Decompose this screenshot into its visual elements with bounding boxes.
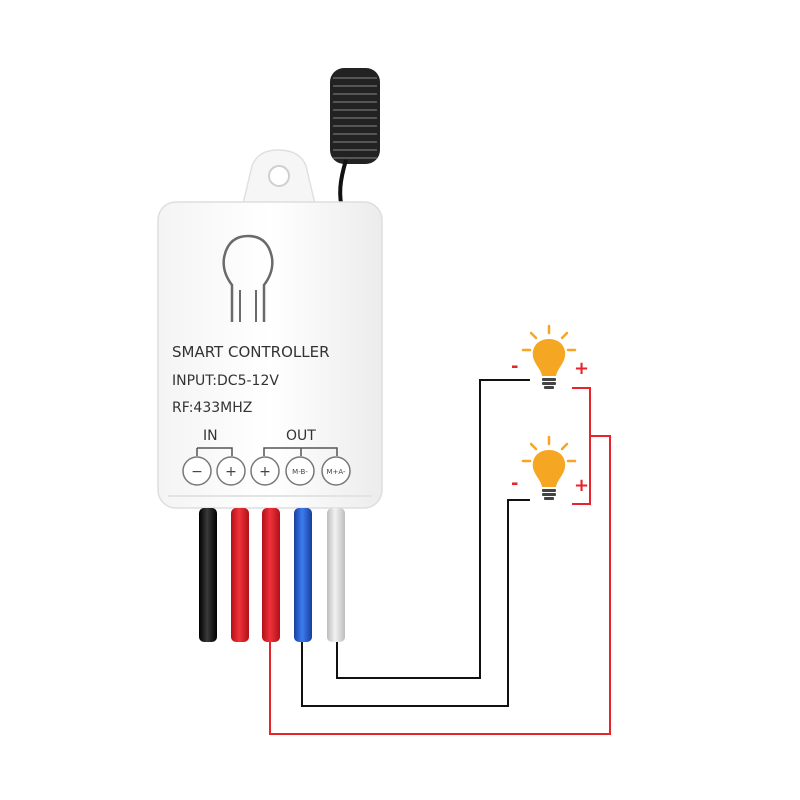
lamp-upper-minus: - xyxy=(511,356,518,377)
terminal-in-plus-label: + xyxy=(225,464,237,480)
wire-white-run xyxy=(336,379,530,679)
wire-stubs xyxy=(199,508,345,642)
learn-button[interactable] xyxy=(222,234,274,322)
terminal-out-plus: + xyxy=(250,456,280,486)
terminal-in-minus: − xyxy=(182,456,212,486)
lamp-upper-plus: + xyxy=(574,358,589,379)
terminal-out-plus-label: + xyxy=(259,464,271,480)
terminal-in-plus: + xyxy=(216,456,246,486)
mounting-tab xyxy=(241,149,317,209)
wire-red-tap-upper xyxy=(572,387,591,505)
terminal-in-minus-label: − xyxy=(191,464,203,480)
bulb-icon-upper xyxy=(532,339,566,389)
input-spec: INPUT:DC5-12V xyxy=(172,373,279,389)
lamp-lower-plus: + xyxy=(574,475,589,496)
bulb-icon-lower xyxy=(532,450,566,500)
wire-black-stub xyxy=(199,508,217,642)
lamp-lower: - + xyxy=(511,435,589,500)
light-rays-lower xyxy=(521,435,577,463)
controller-box: SMART CONTROLLER INPUT:DC5-12V RF:433MHZ… xyxy=(157,201,383,509)
group-out-label: OUT xyxy=(286,428,316,444)
device-title: SMART CONTROLLER xyxy=(172,343,330,361)
wire-white-stub xyxy=(327,508,345,642)
wire-red-stub-1 xyxy=(231,508,249,642)
wire-blue-stub xyxy=(294,508,312,642)
terminal-out-mb-label: M-B- xyxy=(292,468,308,476)
lamp-upper: - + xyxy=(511,324,589,389)
antenna-coil xyxy=(330,68,380,213)
wire-red-stub-2 xyxy=(262,508,280,642)
light-rays-upper xyxy=(521,324,577,352)
group-in-label: IN xyxy=(203,428,218,444)
lamp-lower-minus: - xyxy=(511,473,518,494)
rf-spec: RF:433MHZ xyxy=(172,400,252,416)
terminal-out-mb: M-B- xyxy=(285,456,315,486)
wire-red-run xyxy=(269,435,611,735)
schematic-wires xyxy=(269,379,611,735)
wire-blue-run xyxy=(301,499,530,707)
terminal-out-ma-label: M+A- xyxy=(326,468,346,476)
terminal-out-ma: M+A- xyxy=(321,456,351,486)
